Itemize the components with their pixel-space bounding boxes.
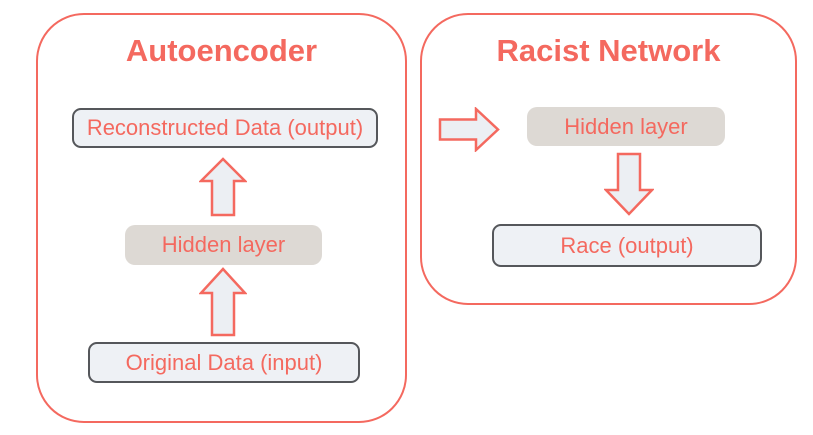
autoencoder-panel: Autoencoder Reconstructed Data (output) …: [36, 13, 407, 423]
racist-network-panel: Racist Network Hidden layer Race (output…: [420, 13, 797, 305]
original-data-input-node: Original Data (input): [88, 342, 360, 383]
racist-network-hidden-layer-node: Hidden layer: [527, 107, 725, 146]
autoencoder-hidden-layer-label: Hidden layer: [161, 232, 286, 257]
right-arrow-icon: [438, 107, 500, 152]
original-data-input-label: Original Data (input): [125, 349, 323, 375]
autoencoder-hidden-layer-node: Hidden layer: [125, 225, 322, 265]
reconstructed-data-output-label: Reconstructed Data (output): [86, 115, 364, 140]
reconstructed-data-output-node: Reconstructed Data (output): [72, 108, 378, 148]
race-output-node: Race (output): [492, 224, 762, 267]
up-arrow-icon: [199, 267, 247, 337]
down-arrow-icon: [604, 152, 654, 216]
up-arrow-icon: [199, 157, 247, 217]
racist-network-title: Racist Network: [496, 33, 721, 68]
racist-network-hidden-layer-label: Hidden layer: [564, 113, 688, 139]
autoencoder-title: Autoencoder: [125, 33, 318, 68]
race-output-label: Race (output): [560, 232, 694, 258]
